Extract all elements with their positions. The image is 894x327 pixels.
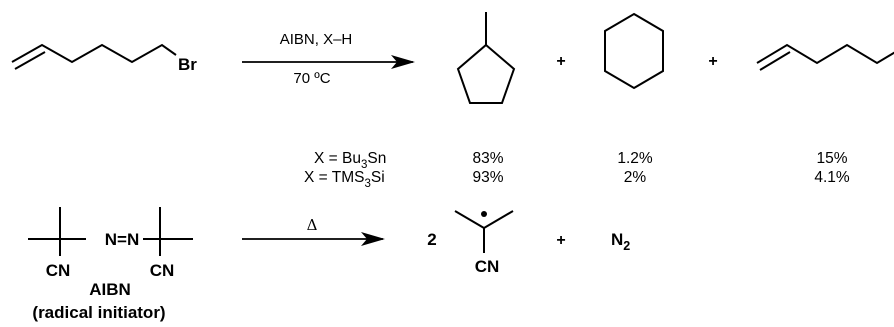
radical-dot	[481, 211, 487, 217]
table-row: X = TMS3Si 93% 2% 4.1%	[304, 169, 850, 190]
plus-sign: +	[556, 232, 565, 249]
initiator-role: (radical initiator)	[32, 303, 165, 322]
plus-sign: +	[556, 53, 565, 70]
yield-hexene: 4.1%	[814, 169, 850, 186]
heat-symbol: Δ	[307, 216, 318, 234]
yield-cyclohexane: 2%	[624, 169, 647, 186]
plus-sign: +	[708, 53, 717, 70]
initiator-name: AIBN	[89, 280, 131, 299]
cyano-group-right: CN	[150, 261, 175, 280]
reactant-chain	[11, 43, 177, 64]
cyanopropyl-radical: CN	[454, 210, 514, 276]
heat-arrow: Δ	[242, 216, 385, 246]
nitrogen-gas: N2	[611, 230, 630, 253]
conditions-reagents: AIBN, X–H	[280, 31, 353, 48]
yield-methylcyclopentane: 83%	[472, 150, 503, 167]
product-methylcyclopentane	[456, 12, 516, 104]
reactant-6-bromohexene: Br	[11, 43, 197, 74]
yield-table: X = Bu3Sn 83% 1.2% 15% X = TMS3Si 93% 2%…	[304, 150, 850, 190]
reactant-double-bond	[14, 51, 46, 70]
radical-cyano-group: CN	[475, 257, 500, 276]
row-label: X = TMS3Si	[304, 169, 385, 190]
row-label: X = Bu3Sn	[314, 150, 386, 171]
product-cyclohexane	[604, 12, 664, 90]
yield-cyclohexane: 1.2%	[617, 150, 653, 167]
yield-methylcyclopentane: 93%	[472, 169, 503, 186]
reactant-br-atom: Br	[178, 55, 197, 74]
table-row: X = Bu3Sn 83% 1.2% 15%	[314, 150, 848, 171]
aibn-structure: N=N CN CN AIBN (radical initiator)	[28, 207, 193, 322]
azo-group: N=N	[105, 230, 139, 249]
stoichiometric-coefficient: 2	[427, 230, 436, 249]
conditions-temperature: 70 ºC	[293, 70, 330, 87]
reaction-arrow: AIBN, X–H 70 ºC	[242, 31, 415, 87]
cyano-group-left: CN	[46, 261, 71, 280]
yield-hexene: 15%	[816, 150, 847, 167]
product-1-hexene	[756, 43, 894, 71]
